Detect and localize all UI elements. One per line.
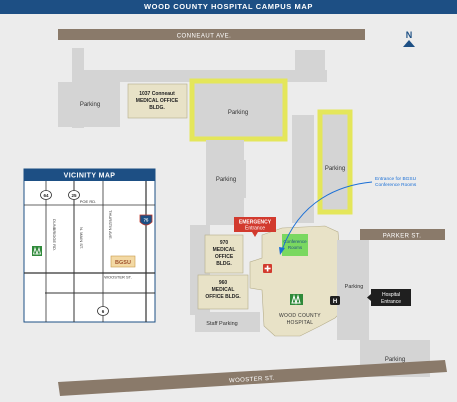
bgsu-arrow-line — [281, 181, 373, 251]
lot-middle-label: Parking — [216, 177, 236, 183]
building-960-line3: OFFICE BLDG. — [205, 294, 241, 300]
route-64-shield-icon — [40, 190, 52, 200]
building-970 — [204, 234, 244, 274]
hospital-entrance-line1: Hospital — [382, 292, 400, 298]
route-6-label: 6 — [102, 309, 105, 314]
lot-right-highlighted — [317, 109, 353, 215]
lot-right-aisle — [292, 115, 314, 223]
north-letter: N — [406, 30, 413, 40]
building-970-line3: OFFICE — [215, 254, 234, 260]
emergency-line1: EMERGENCY — [239, 220, 272, 226]
lot-top-highlighted — [189, 78, 288, 142]
dunbridge-rd-label: DUNBRIDGE RD. — [52, 219, 57, 251]
lot-right-label: Parking — [325, 166, 345, 172]
conference-rooms — [282, 234, 308, 256]
building-960-line2: MEDICAL — [212, 287, 235, 293]
lot-left — [58, 82, 120, 127]
building-970-line4: BLDG. — [216, 261, 232, 267]
conneaut-ave-label: CONNEAUT AVE. — [177, 34, 232, 40]
logo-w — [291, 294, 301, 305]
staff-parking-label: Staff Parking — [206, 321, 237, 327]
staff-parking-lot — [195, 312, 260, 332]
interstate-75-shield-icon — [139, 214, 153, 226]
lot-bottom-right-label: Parking — [385, 357, 405, 363]
building-970-line1: 970 — [220, 240, 229, 246]
wood-county-logo-icon — [290, 294, 303, 305]
emergency-line2: Entrance — [245, 226, 265, 232]
route-6-shield-icon — [97, 306, 109, 316]
map-title: WOOD COUNTY HOSPITAL CAMPUS MAP — [0, 0, 457, 14]
building-1037-line2: MEDICAL OFFICE — [136, 98, 179, 104]
bgsu-note-line2: Conference Rooms — [375, 182, 417, 188]
conference-rooms-line1: Conference — [283, 239, 307, 244]
vicinity-title-bar — [24, 169, 155, 181]
building-1037 — [127, 83, 188, 119]
north-arrow-icon: N — [403, 30, 415, 47]
emergency-cross-h — [264, 267, 271, 270]
route-75-label: 75 — [144, 218, 149, 223]
parker-st-label: PARKER ST. — [383, 234, 422, 240]
hospital-entrance-marker-label: H — [333, 299, 337, 305]
building-960-line1: 960 — [219, 280, 228, 286]
emergency-callout — [234, 217, 276, 232]
building-1037-line1: 1037 Conneaut — [139, 91, 175, 97]
emergency-cross-icon — [263, 264, 272, 273]
bgsu-label: BGSU — [115, 260, 131, 266]
lot-top-label: Parking — [228, 110, 248, 116]
wooster-st-label: WOOSTER ST. — [229, 376, 275, 385]
hospital-location-w — [32, 246, 42, 256]
main-st-label: N. MAIN ST. — [79, 227, 84, 249]
vicinity-wooster-label: WOOSTER ST. — [104, 275, 132, 280]
conneaut-ave-road — [58, 29, 365, 40]
building-1037-line3: BLDG. — [149, 105, 165, 111]
north-east-driveway — [295, 50, 325, 82]
emergency-pointer — [252, 232, 258, 237]
building-970-line2: MEDICAL — [213, 247, 236, 253]
hospital-name-line1: WOOD COUNTY — [279, 313, 321, 319]
bgsu-arrow-head-icon — [279, 247, 285, 255]
north-arrow-head — [403, 40, 415, 47]
lot-middle — [206, 160, 246, 198]
hospital-location-icon — [32, 246, 42, 256]
lot-east-label: Parking — [345, 284, 364, 290]
hospital-entrance-line2: Entrance — [381, 299, 401, 305]
route-25-label: 25 — [71, 193, 77, 198]
hospital-entrance-pointer — [367, 294, 371, 301]
lot-east-aisle — [337, 240, 369, 340]
hospital-entrance-marker-icon: H — [330, 296, 340, 305]
hospital-name-line2: HOSPITAL — [287, 320, 314, 326]
poe-rd-label: POE RD. — [80, 199, 96, 204]
hospital-entrance-callout — [371, 289, 411, 306]
lot-left-label: Parking — [80, 102, 100, 108]
conference-rooms-line2: Rooms — [288, 245, 303, 250]
building-960 — [197, 274, 249, 310]
vicinity-map: VICINITY MAP POE RD. WOOSTER ST. DUNBRID… — [23, 168, 156, 323]
bgsu-area — [110, 255, 136, 268]
hospital-entrance-marker-bg — [330, 296, 340, 305]
bgsu-note-line1: Entrance for BGSU — [375, 176, 417, 182]
parker-st-road — [360, 229, 445, 240]
route-25-shield-icon — [68, 190, 80, 200]
wooster-st-road — [58, 360, 447, 396]
route-64-label: 64 — [43, 193, 49, 198]
vicinity-title: VICINITY MAP — [64, 173, 116, 180]
hospital-building — [249, 225, 349, 337]
thurstin-ave-label: THURSTIN AVE. — [108, 210, 113, 240]
